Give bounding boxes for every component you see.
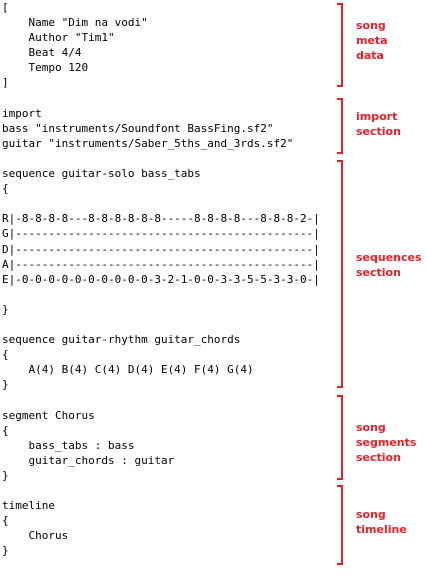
sequences-section-label: sequences section (356, 251, 422, 279)
code-line: sequence guitar-solo bass_tabs (2, 167, 201, 181)
meta-data-bracket (337, 3, 343, 87)
code-line (2, 392, 320, 407)
meta-data-label: song meta data (356, 19, 388, 62)
code-line: A|--------------------------------------… (2, 257, 320, 271)
code-line: Author "Tim1" (2, 31, 115, 45)
code-line (2, 196, 320, 211)
code-line: } (2, 302, 9, 316)
code-line: Beat 4/4 (2, 46, 82, 60)
import-section-bracket (337, 98, 343, 154)
code-line: Tempo 120 (2, 61, 89, 75)
code-line: { (2, 423, 9, 437)
code-line: [ (2, 1, 9, 14)
code-line: } (2, 544, 9, 558)
timeline-section-bracket (337, 485, 343, 565)
code-line: E|-0-0-0-0-0-0-0-0-0-0-3-2-1-0-0-3-3-5-5… (2, 272, 320, 286)
code-line (2, 317, 320, 332)
code-line: D|--------------------------------------… (2, 242, 320, 256)
code-line: A(4) B(4) C(4) D(4) E(4) F(4) G(4) (2, 363, 254, 377)
segments-section-bracket (337, 395, 343, 480)
code-line: } (2, 468, 9, 482)
timeline-section-label: song timeline (356, 508, 407, 536)
code-line: sequence guitar-rhythm guitar_chords (2, 333, 241, 347)
code-line: R|-8-8-8-8---8-8-8-8-8-8-----8-8-8-8---8… (2, 212, 320, 226)
code-line: { (2, 348, 9, 362)
code-line: { (2, 514, 9, 528)
code-line: Name "Dim na vodi" (2, 16, 148, 30)
code-line: { (2, 182, 9, 196)
code-line: guitar "instruments/Saber_5ths_and_3rds.… (2, 136, 294, 150)
code-line (2, 151, 320, 166)
code-line: Chorus (2, 529, 69, 543)
code-line: import (2, 106, 42, 120)
code-line (2, 287, 320, 302)
code-line: timeline (2, 499, 55, 513)
song-definition-code: [ Name "Dim na vodi" Author "Tim1" Beat … (2, 0, 320, 558)
code-line (2, 483, 320, 498)
sequences-section-bracket (337, 160, 343, 388)
code-line: ] (2, 76, 9, 90)
code-line (2, 91, 320, 106)
code-line: bass "instruments/Soundfont BassFing.sf2… (2, 121, 274, 135)
code-line: } (2, 378, 9, 392)
import-section-label: import section (356, 110, 401, 138)
code-line: guitar_chords : guitar (2, 453, 175, 467)
code-line: G|--------------------------------------… (2, 227, 320, 241)
segments-section-label: song segments section (356, 421, 417, 464)
code-line: segment Chorus (2, 408, 95, 422)
code-line: bass_tabs : bass (2, 438, 135, 452)
